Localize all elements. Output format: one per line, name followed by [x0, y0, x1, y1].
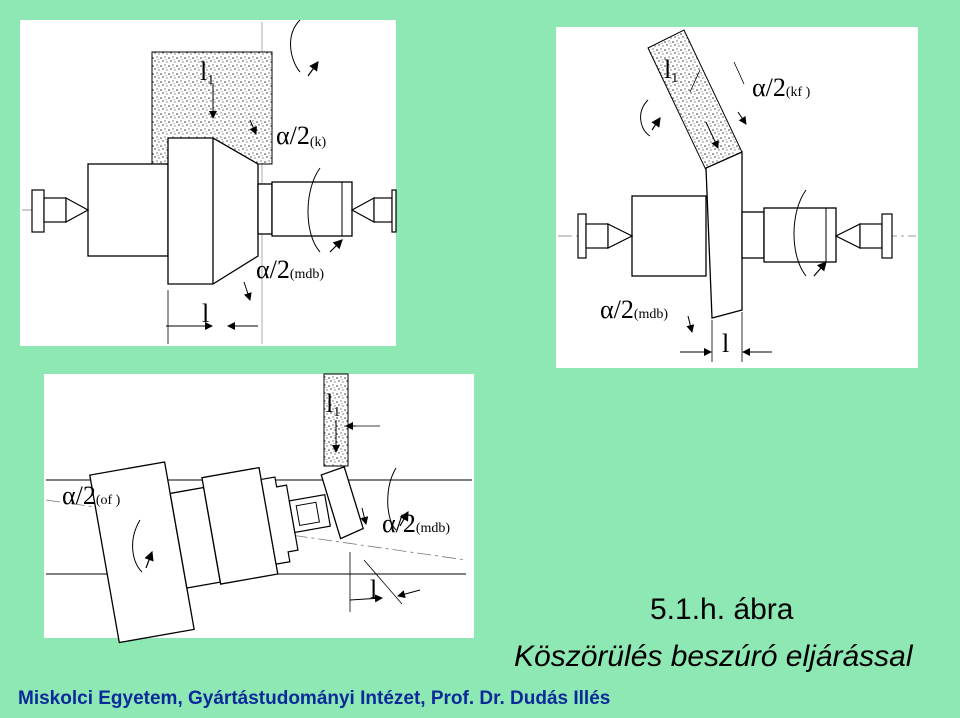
label-l1: l1 — [200, 57, 214, 88]
workpiece-inclined-face — [705, 150, 743, 319]
rotation-arrow-icon — [290, 19, 301, 73]
workpiece-end — [271, 181, 353, 237]
footer-credit: Miskolci Egyetem, Gyártástudományi Intéz… — [18, 688, 611, 709]
workpiece-chuck-jaws — [260, 476, 299, 565]
workpiece-pin — [288, 493, 331, 534]
panel-bottom: l1 α/2(of ) α/2(mdb) l — [44, 373, 474, 644]
figure-caption: Köszörülés beszúró eljárással — [514, 640, 913, 673]
label-l: l — [202, 299, 209, 328]
left-center-icon — [577, 213, 634, 259]
label-l1: l1 — [326, 389, 340, 420]
right-center-icon — [834, 213, 893, 259]
rotation-arrow-icon — [640, 99, 651, 137]
workpiece-end-face — [320, 465, 364, 540]
label-alpha-mdb: α/2(mdb) — [600, 295, 668, 324]
label-l: l — [370, 575, 377, 604]
workpiece-end — [763, 207, 837, 263]
label-alpha-k: α/2(k) — [276, 121, 327, 150]
rotation-arrow-icon — [307, 167, 321, 253]
right-center-icon — [350, 189, 397, 233]
panel-top-left: l1 α/2(k) α/2(mdb) l — [20, 19, 397, 346]
workpiece-shaft — [257, 183, 273, 235]
left-center-icon — [31, 189, 90, 233]
rotation-arrow-icon — [387, 467, 397, 531]
workpiece-left — [631, 195, 707, 277]
label-alpha-kf: α/2(kf ) — [752, 73, 811, 102]
workpiece-large-diameter — [87, 163, 169, 257]
figure-number: 5.1.h. ábra — [650, 593, 794, 626]
label-alpha-of: α/2(of ) — [62, 481, 121, 510]
rotation-arrow-icon — [793, 189, 807, 277]
label-alpha-mdb: α/2(mdb) — [382, 509, 450, 538]
label-l: l — [722, 329, 729, 358]
panel-top-right: l1 α/2(kf ) α/2(mdb) l — [556, 27, 918, 368]
rotation-arrow-icon — [132, 519, 143, 573]
label-l1: l1 — [664, 55, 678, 86]
label-alpha-mdb: α/2(mdb) — [256, 255, 324, 284]
workpiece-shaft — [741, 211, 765, 259]
